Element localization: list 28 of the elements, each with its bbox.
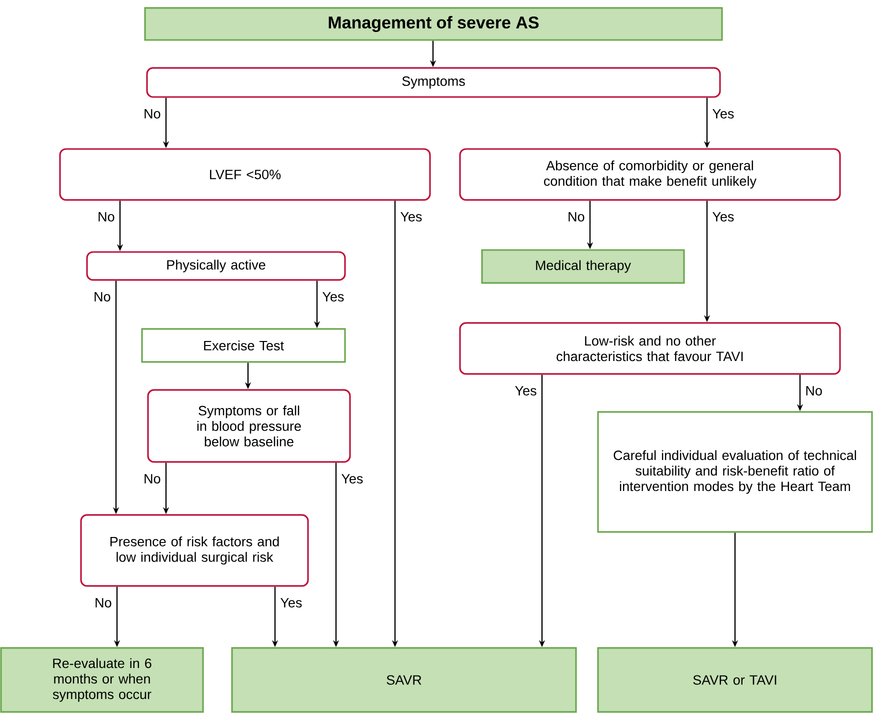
result-box: Re-evaluate in 6 months or when symptoms occur (0, 647, 204, 713)
decision-box: Low-risk and no other characteristics that favour TAVI (459, 322, 841, 375)
edge-label: Yes (280, 598, 302, 608)
action-box: Exercise Test (141, 328, 346, 363)
edge-label: No (94, 292, 110, 302)
decision-box: Symptoms or fall in blood pressure below baseline (147, 389, 351, 463)
edge-label: Yes (400, 212, 422, 222)
title-box: Management of severe AS (144, 7, 723, 41)
edge-label: No (98, 212, 114, 222)
edge-label: No (806, 386, 822, 396)
edge-label: Yes (342, 474, 363, 484)
decision-box: Absence of comorbidity or general condition that make benefit unlikely (459, 148, 841, 201)
edge-label: No (96, 598, 112, 608)
decision-box: Presence of risk factors and low individual surgical risk (80, 514, 309, 587)
result-box: SAVR (231, 647, 577, 713)
edge-label: Yes (515, 386, 536, 396)
edge-label: Yes (712, 109, 734, 118)
result-box: Medical therapy (481, 249, 685, 284)
edge-label: Yes (322, 292, 344, 302)
edge-label: No (144, 109, 160, 118)
decision-box: Symptoms (146, 67, 721, 98)
decision-box: LVEF <50% (59, 148, 431, 201)
edge-label: Yes (712, 212, 734, 222)
decision-box: Physically active (86, 251, 346, 281)
edge-label: No (144, 474, 160, 484)
result-box: SAVR or TAVI (597, 647, 873, 713)
action-box: Careful individual evaluation of technical suitability and risk-benefit ratio of intervention modes by the Heart Team (597, 411, 873, 533)
edge-label: No (568, 212, 584, 222)
